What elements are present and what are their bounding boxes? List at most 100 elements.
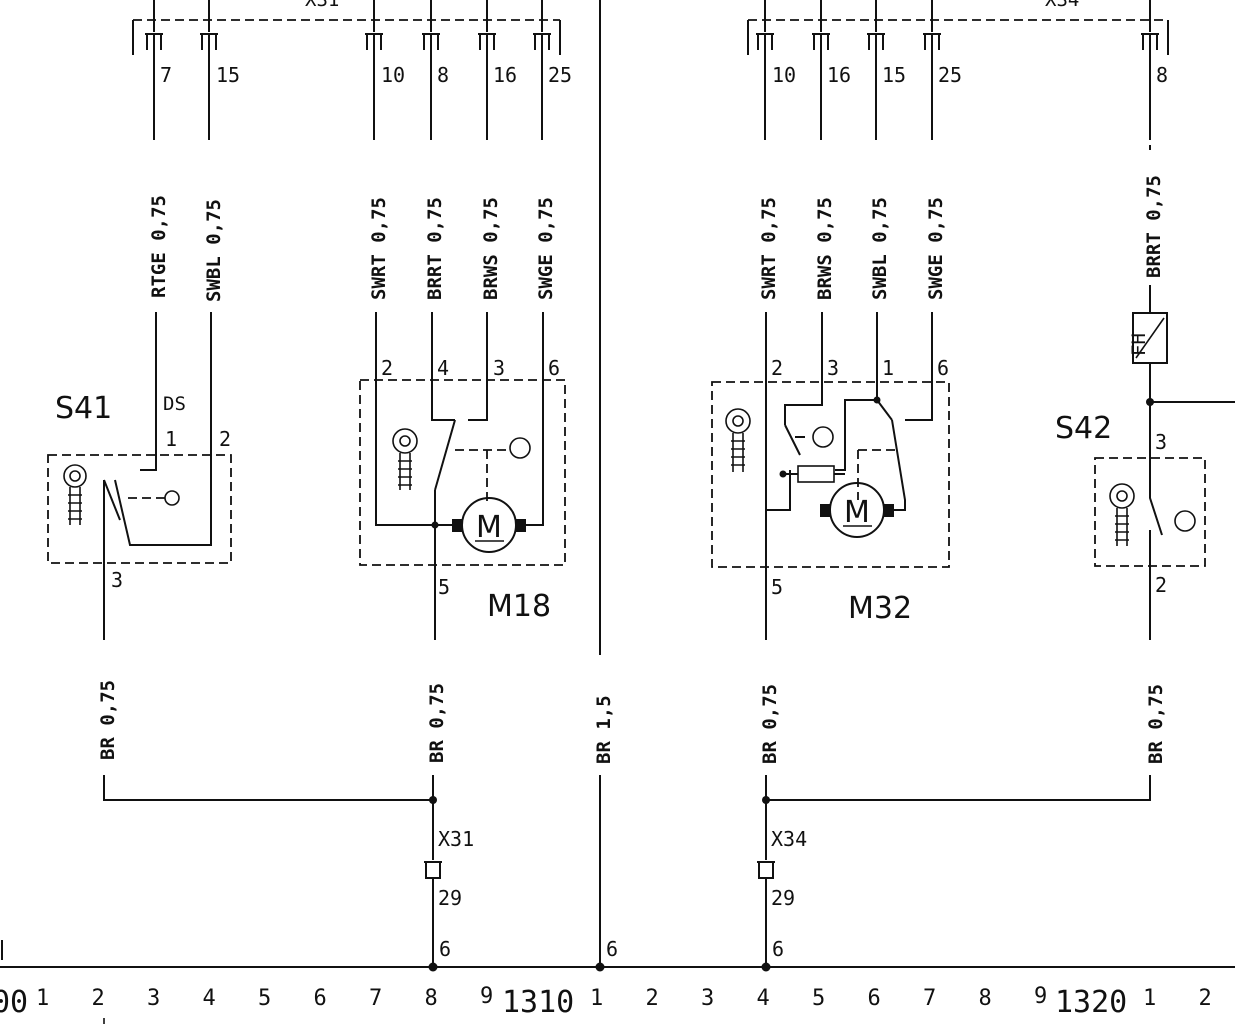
wire-label-brrt-s42: BRRT 0,75 [1143, 175, 1165, 278]
x31-pin-16: 16 [478, 0, 517, 140]
wire-label-swbl-s41: SWBL 0,75 [203, 199, 225, 302]
key-icon [392, 428, 418, 490]
svg-text:16: 16 [827, 63, 851, 87]
svg-text:2: 2 [771, 356, 783, 380]
wire-label-swrt-m32: SWRT 0,75 [758, 197, 780, 300]
x34-top-pins: 10 16 15 25 8 [756, 0, 1168, 140]
wire-label-br-main: BR 1,5 [593, 695, 615, 764]
ruler-tick-label: 6 [868, 986, 881, 1011]
component-s41: S41 DS 1 2 3 [47, 391, 232, 640]
s41-label: S41 [55, 391, 112, 426]
wire-label-swge-m18: SWGE 0,75 [535, 197, 557, 300]
svg-text:X31: X31 [438, 827, 474, 851]
svg-text:15: 15 [882, 63, 906, 87]
svg-text:10: 10 [772, 63, 796, 87]
ruler-left-edge: 00 [0, 985, 28, 1020]
wire-label-br-s41: BR 0,75 [97, 680, 119, 760]
component-s42: FH S42 3 2 [1055, 312, 1235, 640]
svg-text:10: 10 [381, 63, 405, 87]
ruler-tick-label: 5 [258, 986, 271, 1011]
m32-label: M32 [848, 591, 912, 626]
svg-text:3: 3 [827, 356, 839, 380]
ruler-marker-1310: 1310 [502, 985, 574, 1020]
x31-pin-8: 8 [422, 0, 449, 140]
x34-pin-25: 25 [923, 0, 962, 140]
x34-pin-16: 16 [812, 0, 851, 140]
motor-icon: M [452, 497, 526, 553]
svg-text:FH: FH [1128, 333, 1150, 356]
x31-top-pins: 7 15 10 8 16 25 [145, 0, 572, 140]
svg-text:5: 5 [771, 575, 783, 599]
ruler-tick-label: 6 [314, 986, 327, 1011]
svg-text:16: 16 [493, 63, 517, 87]
svg-text:2: 2 [381, 356, 393, 380]
svg-text:3: 3 [1155, 430, 1167, 454]
x34-pin-8: 8 [1141, 0, 1168, 140]
ground-pin-center: 6 [606, 937, 618, 961]
svg-text:15: 15 [216, 63, 240, 87]
connector-x31-top: X31 [132, 0, 561, 55]
ruler-tick-label: 1 [36, 986, 49, 1011]
wire-label-rtge: RTGE 0,75 [148, 195, 170, 298]
wire-label-swrt-m18: SWRT 0,75 [368, 197, 390, 300]
x34-pin-10: 10 [756, 0, 796, 140]
ground-bus [0, 940, 1235, 972]
ruler-tick-label: 2 [1199, 986, 1212, 1011]
wire-label-br-m18: BR 0,75 [426, 683, 448, 763]
wire-label-brws-m18: BRWS 0,75 [480, 197, 502, 300]
x31-pin-25: 25 [533, 0, 572, 140]
ruler-tick-label: 8 [979, 986, 992, 1011]
ruler-tick-label: 3 [701, 986, 714, 1011]
svg-text:29: 29 [438, 886, 462, 910]
x34-pin-15: 15 [867, 0, 906, 140]
x31-pin-15: 15 [200, 0, 240, 140]
svg-text:6: 6 [439, 937, 451, 961]
ruler-tick-label: 8 [425, 986, 438, 1011]
ruler-tick-label: 4 [757, 986, 770, 1011]
svg-text:1: 1 [882, 356, 894, 380]
ruler-tick-label: 1 [590, 986, 603, 1011]
ruler-tick-label: 4 [203, 986, 216, 1011]
s41-tag: DS [163, 393, 186, 415]
svg-text:5: 5 [438, 575, 450, 599]
svg-text:M: M [844, 495, 870, 530]
component-m32: 2 3 1 6 5 M32 M [711, 356, 950, 640]
ruler-tick-label: 2 [646, 986, 659, 1011]
x31-pin-10: 10 [365, 0, 405, 140]
svg-text:3: 3 [111, 568, 123, 592]
svg-text:2: 2 [1155, 573, 1167, 597]
svg-text:7: 7 [160, 63, 172, 87]
x31-pin-7: 7 [145, 0, 172, 140]
svg-text:3: 3 [493, 356, 505, 380]
ruler-tick-label: 1 [1143, 986, 1156, 1011]
wire-label-br-m32: BR 0,75 [759, 684, 781, 764]
ruler-tick-label: 7 [369, 986, 382, 1011]
connector-x31-top-label: X31 [305, 0, 339, 11]
wire-labels-lower: BR 0,75 BR 0,75 BR 1,5 BR 0,75 BR 0,75 [97, 680, 1167, 764]
ruler-tick-label: 9 [480, 984, 493, 1009]
fuse-symbol: FH [1128, 312, 1168, 364]
wire-labels-upper: RTGE 0,75 SWBL 0,75 SWRT 0,75 BRRT 0,75 … [148, 175, 1165, 302]
resistor-icon [797, 465, 835, 483]
svg-text:8: 8 [1156, 63, 1168, 87]
svg-text:8: 8 [437, 63, 449, 87]
motor-icon: M [820, 482, 894, 538]
key-icon [63, 464, 87, 525]
svg-text:25: 25 [548, 63, 572, 87]
m18-label: M18 [487, 589, 551, 624]
svg-text:2: 2 [219, 427, 231, 451]
svg-text:29: 29 [771, 886, 795, 910]
ruler-tick-label: 7 [923, 986, 936, 1011]
wire-label-swbl-m32: SWBL 0,75 [869, 197, 891, 300]
connector-x34-bottom: X34 29 6 [757, 827, 807, 966]
key-icon [1109, 483, 1135, 546]
svg-text:6: 6 [772, 937, 784, 961]
key-icon [725, 408, 751, 472]
connector-x34-top-label: X34 [1045, 0, 1079, 11]
wire-segments-mid [114, 145, 1151, 546]
wire-label-brws-m32: BRWS 0,75 [814, 197, 836, 300]
ruler-tick-label: 3 [147, 986, 160, 1011]
ground-wiring [103, 0, 1151, 966]
